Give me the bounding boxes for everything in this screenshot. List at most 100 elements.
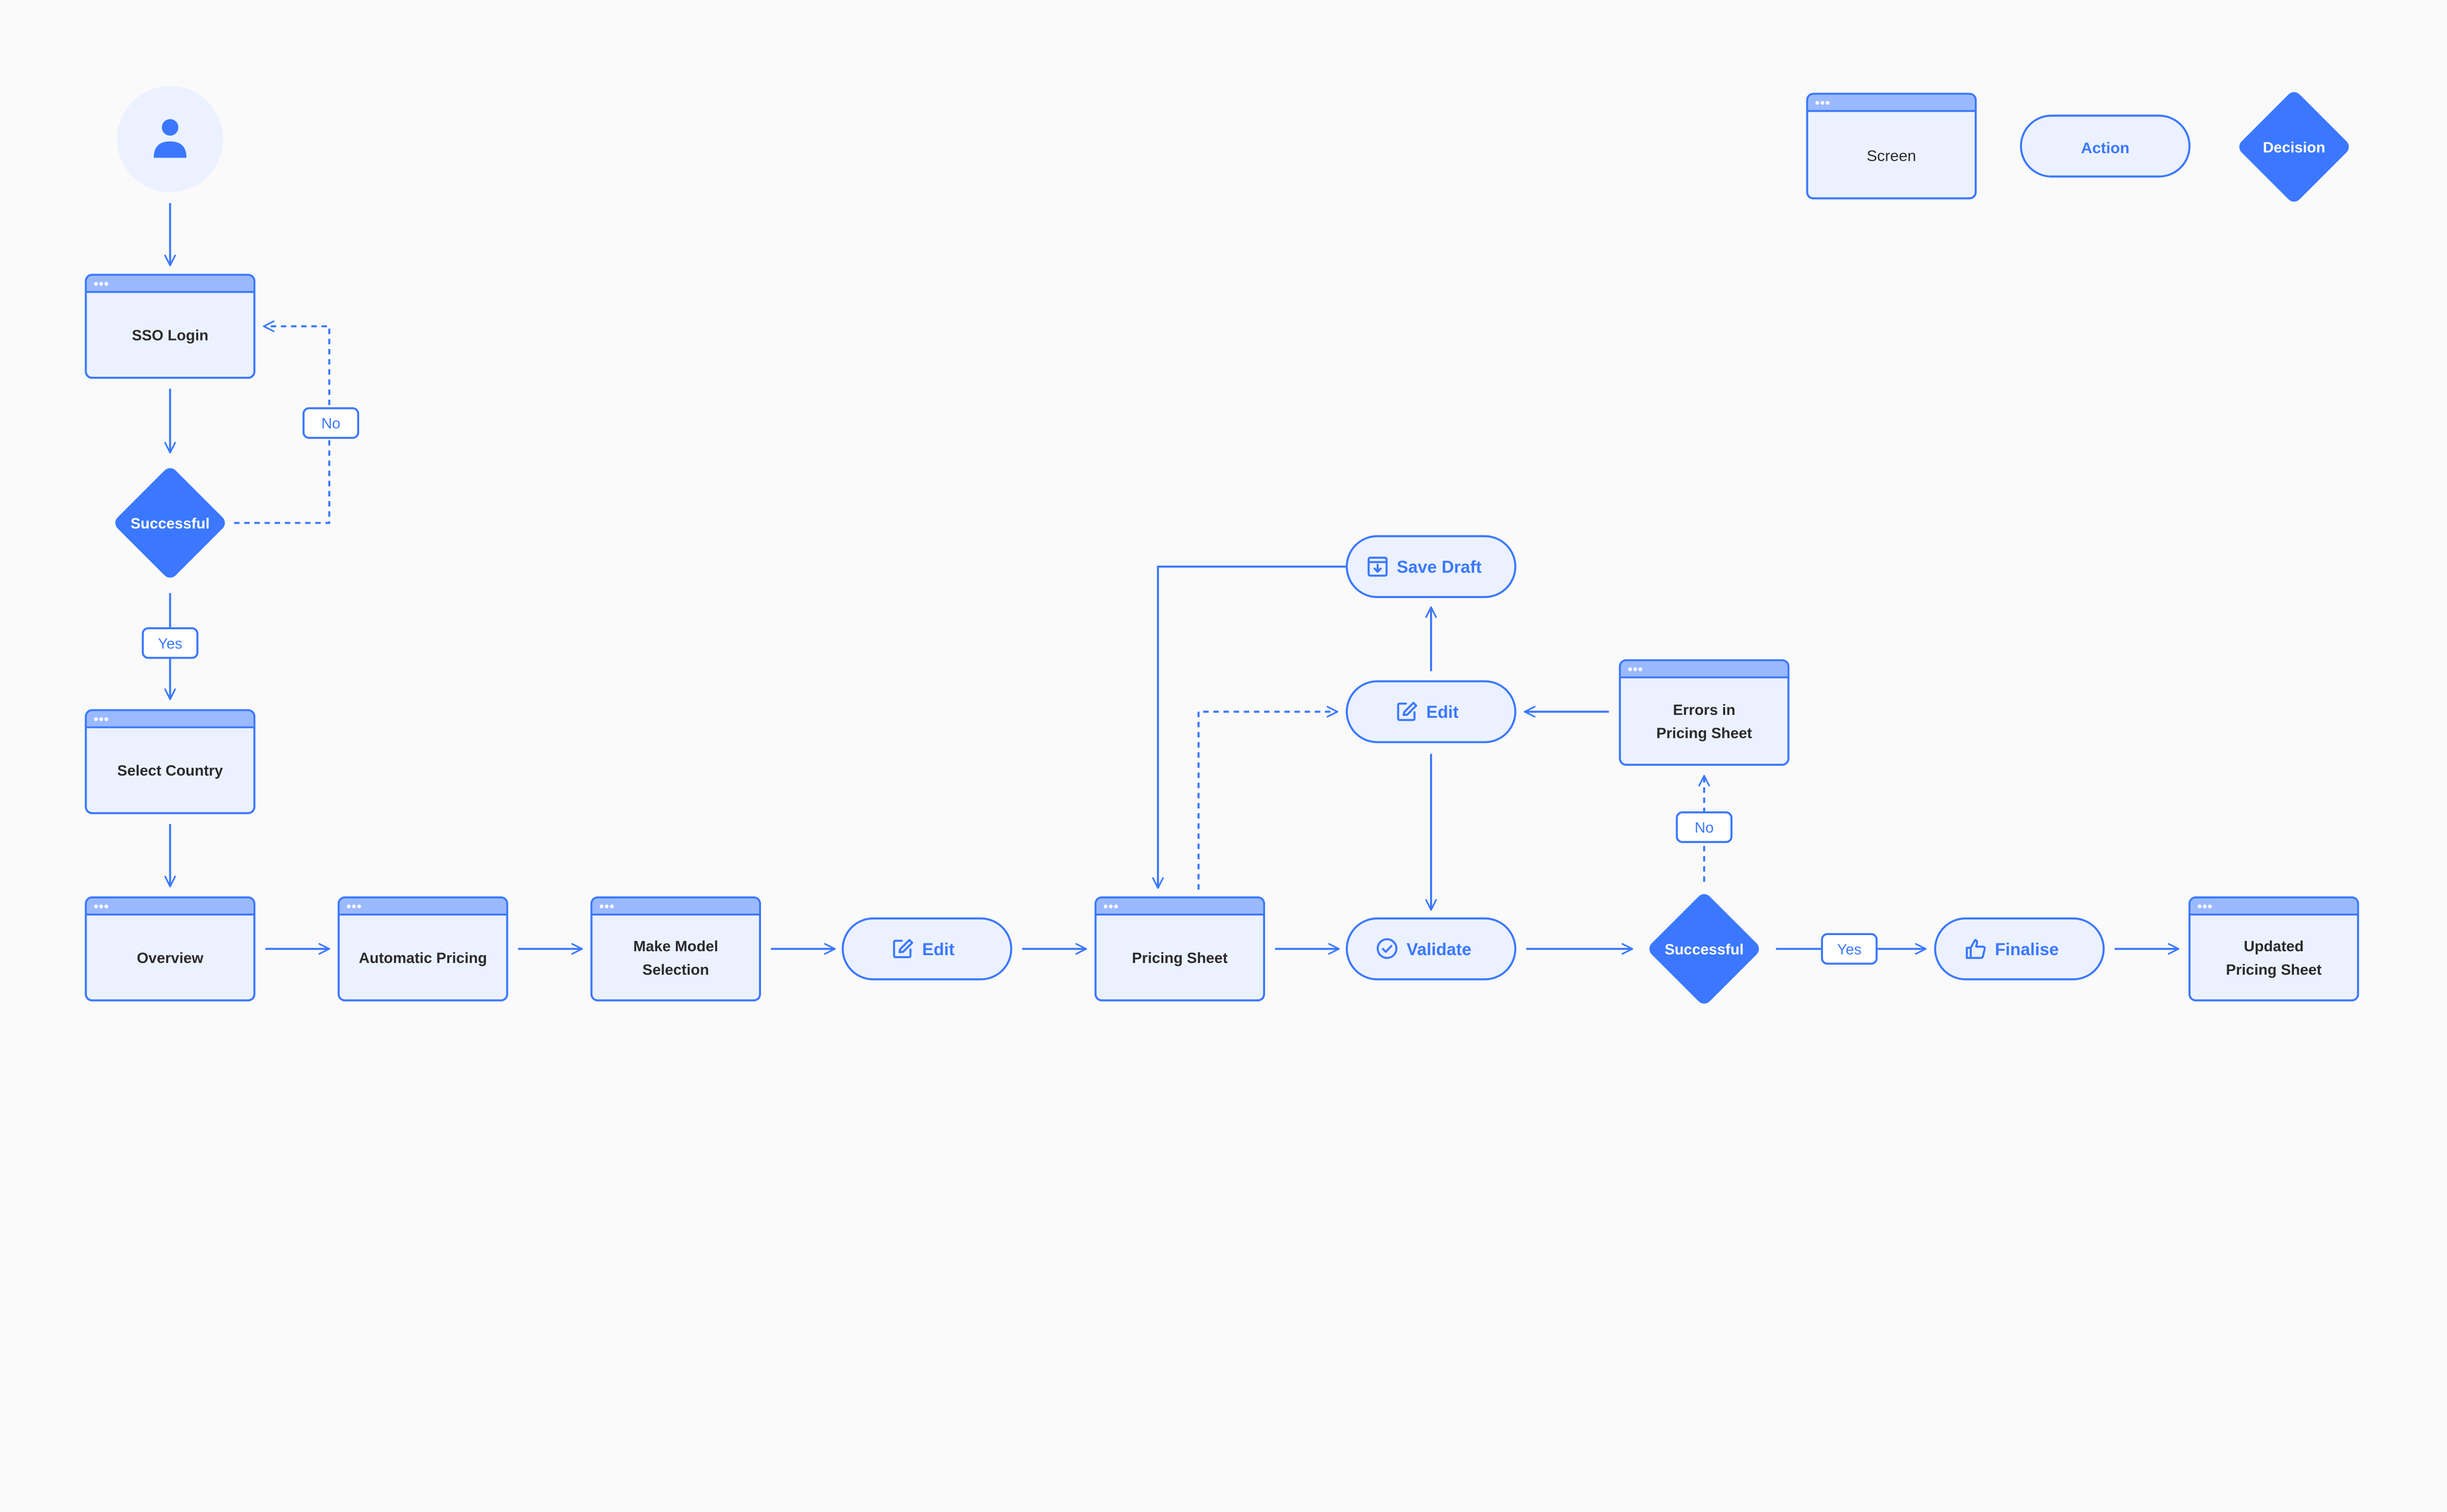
legend-action-label: Action bbox=[2081, 139, 2129, 157]
legend-decision[interactable]: Decision bbox=[2236, 89, 2352, 205]
window-dot-icon bbox=[104, 717, 108, 721]
window-dot-icon bbox=[104, 904, 108, 909]
branch-label-text: No bbox=[321, 415, 340, 432]
screen-frame bbox=[1618, 659, 1790, 766]
screen-frame bbox=[85, 274, 255, 379]
action-node-edit-main[interactable]: Edit bbox=[841, 917, 1013, 981]
window-dot-icon bbox=[99, 904, 103, 909]
screen-frame bbox=[1094, 896, 1265, 1002]
edit-icon bbox=[893, 939, 913, 959]
window-dot-icon bbox=[99, 282, 103, 286]
action-pill bbox=[1934, 917, 2105, 981]
edit-pencil bbox=[1402, 702, 1417, 716]
action-pill bbox=[1345, 535, 1517, 598]
screen-label: Select Country bbox=[117, 762, 223, 779]
screen-node-sso-login[interactable]: SSO Login bbox=[85, 274, 255, 379]
edit-frame bbox=[1397, 702, 1416, 721]
legend-screen-label: Screen bbox=[1867, 147, 1916, 164]
branch-label-box bbox=[141, 627, 199, 659]
screen-node-overview[interactable]: Overview bbox=[85, 896, 255, 1002]
decision-login-successful[interactable]: Successful bbox=[112, 465, 228, 581]
action-node-save-draft[interactable]: Save Draft bbox=[1345, 535, 1517, 598]
screen-node-select-country[interactable]: Select Country bbox=[85, 709, 255, 814]
start-user-node bbox=[117, 86, 223, 192]
window-dot-icon bbox=[600, 904, 604, 909]
screen-node-automatic-pricing[interactable]: Automatic Pricing bbox=[337, 896, 508, 1002]
screen-label: Overview bbox=[137, 950, 204, 966]
branch-label-box bbox=[1676, 811, 1733, 843]
screen-node-errors-in-pricing-sheet[interactable]: Errors in Pricing Sheet bbox=[1618, 659, 1790, 766]
screen-titlebar bbox=[2190, 898, 2357, 915]
window-dot-icon bbox=[346, 904, 351, 909]
edit-frame bbox=[893, 939, 912, 959]
start-circle bbox=[117, 86, 223, 192]
screen-frame bbox=[85, 709, 255, 814]
screen-node-pricing-sheet[interactable]: Pricing Sheet bbox=[1094, 896, 1265, 1002]
decision-diamond bbox=[1649, 894, 1759, 1004]
window-dot-icon bbox=[357, 904, 361, 909]
window-dot-icon bbox=[1628, 667, 1632, 671]
screen-titlebar bbox=[87, 898, 254, 915]
action-pill bbox=[841, 917, 1013, 981]
window-dot-icon bbox=[1815, 101, 1820, 105]
decision-diamond bbox=[115, 468, 225, 578]
window-dot-icon bbox=[604, 904, 609, 909]
window-dot-icon bbox=[2203, 904, 2207, 909]
window-dot-icon bbox=[1104, 904, 1108, 909]
decision-validation-successful[interactable]: Successful bbox=[1646, 891, 1762, 1007]
action-pill bbox=[1345, 680, 1517, 743]
edit-pencil bbox=[898, 939, 913, 953]
branch-label-validation-yes: Yes bbox=[1821, 933, 1878, 965]
window-dot-icon bbox=[352, 904, 356, 909]
branch-label-login-yes: Yes bbox=[141, 627, 199, 659]
legend-action: Action bbox=[2020, 115, 2191, 178]
screen-label: Pricing Sheet bbox=[1656, 725, 1752, 742]
user-head bbox=[162, 119, 179, 136]
decision-diamond bbox=[2239, 92, 2349, 202]
screen-label: Pricing Sheet bbox=[2226, 962, 2322, 978]
window-dot-icon bbox=[2197, 904, 2202, 909]
window-dot-icon bbox=[1114, 904, 1118, 909]
decision-label: Decision bbox=[2263, 139, 2326, 156]
screen-titlebar bbox=[1096, 898, 1263, 915]
screen-titlebar bbox=[1808, 94, 1975, 111]
edit-icon bbox=[1397, 702, 1417, 721]
screen-frame bbox=[85, 896, 255, 1002]
window-dot-icon bbox=[1633, 667, 1638, 671]
branch-label-validation-no: No bbox=[1676, 811, 1733, 843]
screen-label: Updated bbox=[2244, 938, 2304, 955]
screen-label: Pricing Sheet bbox=[1132, 950, 1228, 966]
action-pill bbox=[2020, 115, 2191, 178]
screen-frame bbox=[337, 896, 508, 1002]
screen-label: Automatic Pricing bbox=[359, 950, 487, 966]
check-ring bbox=[1376, 938, 1398, 959]
window-dot-icon bbox=[94, 904, 98, 909]
window-dot-icon bbox=[1638, 667, 1642, 671]
user-icon bbox=[154, 119, 187, 158]
action-label: Validate bbox=[1407, 940, 1472, 959]
screen-titlebar bbox=[87, 711, 254, 728]
window-dot-icon bbox=[1825, 101, 1830, 105]
save-arrow bbox=[1373, 564, 1382, 573]
action-node-finalise[interactable]: Finalise bbox=[1934, 917, 2105, 981]
action-node-edit-upper[interactable]: Edit bbox=[1345, 680, 1517, 743]
action-label: Finalise bbox=[1995, 940, 2059, 959]
branch-label-box bbox=[1821, 933, 1878, 965]
branch-label-text: Yes bbox=[158, 635, 183, 652]
decision-label: Successful bbox=[131, 515, 210, 532]
screen-label: Errors in bbox=[1673, 702, 1735, 718]
action-node-validate[interactable]: Validate bbox=[1345, 917, 1517, 981]
screen-titlebar bbox=[592, 898, 759, 915]
screen-titlebar bbox=[340, 898, 507, 915]
screen-label: SSO Login bbox=[132, 327, 208, 344]
screen-label: Selection bbox=[643, 962, 709, 978]
branch-label-login-no: No bbox=[302, 407, 359, 439]
decision-label: Successful bbox=[1664, 941, 1744, 958]
window-dot-icon bbox=[104, 282, 108, 286]
window-dot-icon bbox=[99, 717, 103, 721]
window-dot-icon bbox=[2208, 904, 2212, 909]
